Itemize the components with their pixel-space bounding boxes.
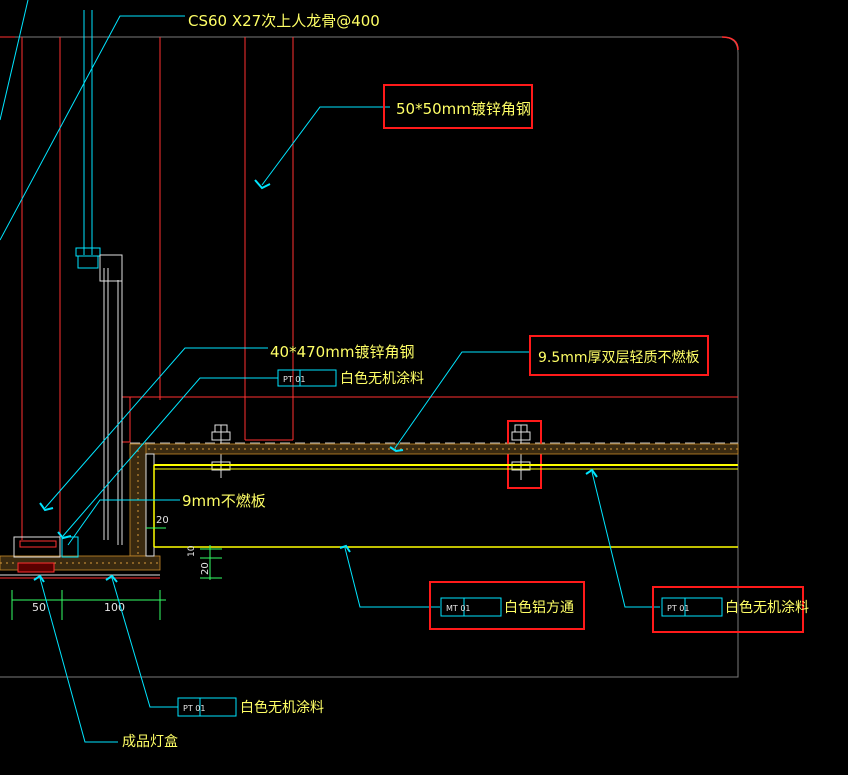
dim-10-label: 10: [187, 545, 197, 557]
aluminum-strips: [153, 464, 738, 548]
dimension-lines: [11, 545, 222, 620]
dim-20b-label: 20: [156, 515, 169, 526]
pt01-right-tag-box: [661, 597, 723, 617]
dim-20-label: 20: [200, 562, 211, 575]
angle-40-label: 40*470mm镀锌角钢: [270, 343, 414, 361]
hanger-system: [75, 10, 123, 545]
top-keel-label: CS60 X27次上人龙骨@400: [188, 12, 380, 30]
mt01-tag: MT 01: [446, 604, 471, 613]
pt01-right-highlight-box: [652, 586, 804, 633]
mt01-tag-box: [440, 597, 502, 617]
pt01-top-tag-box: [277, 369, 337, 387]
angle-50-label: 50*50mm镀锌角钢: [396, 100, 531, 118]
board-95-highlight-box: [529, 335, 709, 376]
pt01-top-tag: PT 01: [283, 375, 305, 384]
mt01-text: 白色铝方通: [504, 599, 574, 616]
section-lines: [0, 36, 738, 579]
pt01-bottom-tag: PT 01: [183, 704, 205, 713]
angle-50-highlight-box: [383, 84, 533, 129]
pt01-right-text: 白色无机涂料: [725, 599, 809, 616]
leader-lines: [0, 0, 660, 743]
board-95-label: 9.5mm厚双层轻质不燃板: [538, 349, 700, 366]
pt01-right-tag: PT 01: [667, 604, 689, 613]
dim-50-label: 50: [32, 601, 46, 614]
lightbox-label: 成品灯盒: [122, 733, 178, 750]
bolt-highlight-box: [507, 420, 542, 489]
leader-arrows: [33, 179, 598, 583]
mt01-highlight-box: [429, 581, 585, 630]
pt01-bottom-text: 白色无机涂料: [240, 699, 324, 716]
pt01-top-text: 白色无机涂料: [340, 370, 424, 387]
board-9-label: 9mm不燃板: [182, 492, 266, 510]
board-layers: [0, 443, 739, 571]
frame-corner-mark: [721, 36, 739, 51]
pt01-bottom-tag-box: [177, 697, 237, 717]
